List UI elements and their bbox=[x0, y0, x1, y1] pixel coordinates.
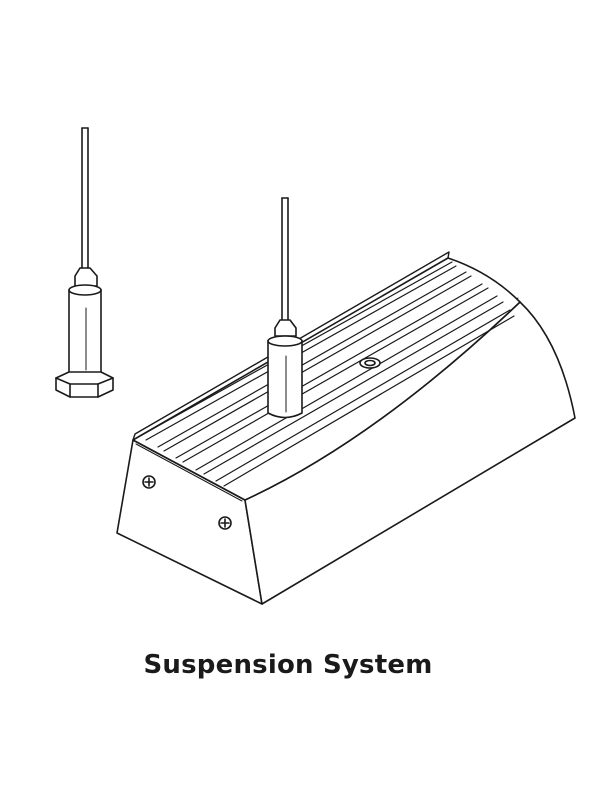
end-cap-screw-1 bbox=[142, 475, 156, 489]
cable-left bbox=[81, 127, 89, 269]
detached-hanger bbox=[55, 127, 114, 398]
attached-hanger bbox=[267, 197, 303, 419]
canopy-plate bbox=[55, 371, 114, 398]
fixture-housing bbox=[116, 251, 576, 605]
mounting-slot bbox=[359, 357, 381, 369]
cable-collar-center bbox=[274, 319, 297, 337]
hanger-cylinder-left bbox=[68, 284, 102, 378]
cable-center bbox=[281, 197, 289, 321]
diagram-caption: Suspension System bbox=[143, 650, 433, 680]
cable-collar-left bbox=[74, 267, 98, 287]
top-surface bbox=[132, 257, 521, 501]
hanger-cylinder-center bbox=[267, 335, 303, 419]
end-cap-screw-2 bbox=[218, 516, 232, 530]
channel-grooves bbox=[139, 261, 515, 487]
